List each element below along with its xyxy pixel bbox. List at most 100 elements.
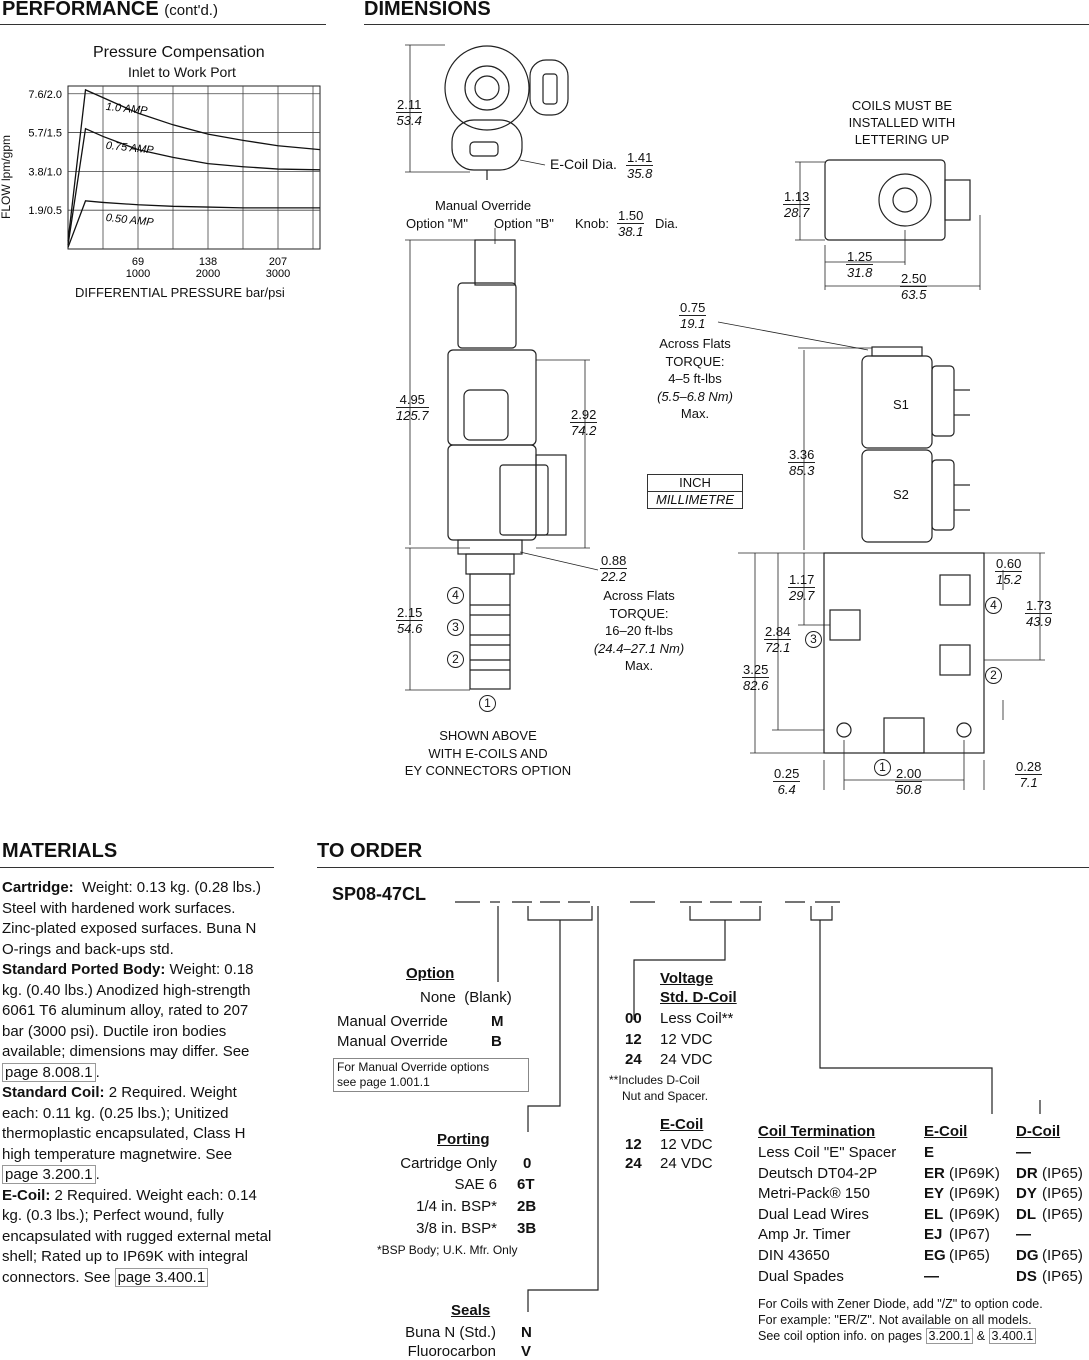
seals-row-n: Buna N (Std.) [405,1324,496,1341]
materials-text: Cartridge: Weight: 0.13 kg. (0.28 lbs.) … [2,879,272,1287]
termination-row-d-ip: (IP65) [1042,1164,1083,1182]
termination-row-e-ip: (IP65) [949,1247,990,1264]
page-3-200-1-ref[interactable]: 3.200.1 [925,1328,974,1344]
voltage-label-12: 12 VDC [660,1031,713,1048]
shown-above-note: SHOWN ABOVE WITH E-COILS AND EY CONNECTO… [404,728,572,778]
termination-row-e-ip: (IP69K) [949,1164,1000,1182]
dia-label: Dia. [655,216,679,231]
option-code-b: B [491,1033,502,1050]
termination-row-e-code: EY [924,1185,945,1203]
termination-row-e-ip: (IP69K) [949,1205,1000,1223]
ecoil-dia-label: E-Coil Dia. [550,156,617,172]
porting-row-0: Cartridge Only [400,1155,497,1172]
upper-coil-side [447,349,537,446]
voltage-label-24: 24 VDC [660,1051,713,1068]
knob-label: Knob: [575,216,609,231]
porting-row-2b: 1/4 in. BSP* [416,1198,497,1215]
voltage-code-12: 12 [625,1031,642,1048]
porting-code-3b: 3B [517,1220,537,1237]
body-port-2-marker: 2 [985,667,1002,684]
model-code: SP08-47CL [332,884,427,904]
termination-row-label: Dual Lead Wires [758,1205,869,1223]
termination-row-label: Metri-Pack® 150 [758,1185,870,1203]
termination-row-d-ip: (IP65) [1042,1185,1083,1203]
page-3-400-1-link[interactable]: page 3.400.1 [114,1267,209,1287]
termination-row-d-code: DS [1016,1267,1037,1285]
performance-heading: PERFORMANCE (cont'd.) [2,0,218,20]
page-3-200-1-link[interactable]: page 3.200.1 [2,1165,96,1184]
voltage-note-2: Nut and Spacer. [622,1089,709,1103]
seals-code-n: N [521,1324,532,1341]
termination-row-label: Amp Jr. Timer [758,1226,851,1244]
y-tick-label: 1.9/0.5 [28,205,62,217]
termination-col-e: E-Coil [924,1123,968,1140]
seals-title: Seals [451,1302,491,1319]
materials-heading: MATERIALS [2,840,118,862]
units-legend: INCH MILLIMETRE [647,474,743,509]
option-row-none: None (Blank) [420,989,512,1006]
option-row-m: Manual Override [337,1013,448,1030]
connector-top-view [529,59,569,116]
port-4-marker: 4 [447,587,464,604]
termination-row-e-code: E [924,1144,935,1161]
y-tick-label: 7.6/2.0 [28,89,62,101]
termination-title: Coil Termination [758,1123,876,1140]
manual-override-note: For Manual Override options see page 1.0… [333,1058,529,1092]
coil-bottom-view [451,119,523,171]
x-tick-label-bar: 138 [199,256,217,268]
port-3-marker: 3 [447,619,464,636]
chart-xlabel: DIFFERENTIAL PRESSURE bar/psi [75,285,285,300]
termination-col-d: D-Coil [1016,1123,1061,1140]
porting-row-6t: SAE 6 [454,1176,497,1193]
option-row-b: Manual Override [337,1033,448,1050]
plot-frame [67,85,321,250]
voltage-code-00: 00 [625,1010,642,1027]
body-port-3-marker: 3 [805,631,822,648]
termination-row-e-ip: (IP67) [949,1226,990,1244]
coil-s1-label: S1 [893,397,909,412]
porting-code-6t: 6T [517,1176,535,1193]
dimensions-drawing [405,44,1045,790]
chart-title: Pressure Compensation [93,44,265,61]
page-8-008-1-link[interactable]: page 8.008.1 [2,1062,96,1082]
coils-note: COILS MUST BE INSTALLED WITH LETTERING U… [848,98,956,147]
ecoil-code-12: 12 [625,1136,642,1153]
x-tick-label-psi: 3000 [266,268,290,280]
y-tick-label: 3.8/1.0 [28,166,62,178]
series-label: 1.0 AMP [105,101,148,117]
lower-coil-side [447,444,537,541]
ecoil-label-12: 12 VDC [660,1136,713,1153]
torque-note-2: Across Flats TORQUE: 16–20 ft-lbs (24.4–… [593,588,685,673]
porting-code-0: 0 [523,1155,532,1172]
series-label: 0.50 AMP [105,212,155,229]
voltage-label-00: Less Coil** [660,1010,734,1027]
series-line [67,200,320,248]
coil-s2-label: S2 [893,487,909,502]
termination-row-label: Deutsch DT04-2P [758,1164,878,1182]
port-2-marker: 2 [447,651,464,668]
pressure-compensation-chart: 1.9/0.53.8/1.05.7/1.57.6/2.0691000138200… [28,85,321,280]
series-line [67,88,321,242]
option-code-m: M [491,1013,504,1030]
termination-row-e-ip: (IP69K) [949,1185,1000,1203]
torque-note-1: Across Flats TORQUE: 4–5 ft-lbs (5.5–6.8… [657,336,733,421]
voltage-subtitle: Std. D-Coil [660,989,737,1006]
x-tick-label-psi: 1000 [126,268,150,280]
termination-row-e-code: — [924,1267,939,1285]
body-port-4-marker: 4 [985,597,1002,614]
page-3-400-1-ref[interactable]: 3.400.1 [988,1328,1037,1344]
ported-body [823,552,985,754]
termination-row-label: DIN 43650 [758,1247,830,1264]
termination-row-e-code: ER [924,1164,945,1182]
